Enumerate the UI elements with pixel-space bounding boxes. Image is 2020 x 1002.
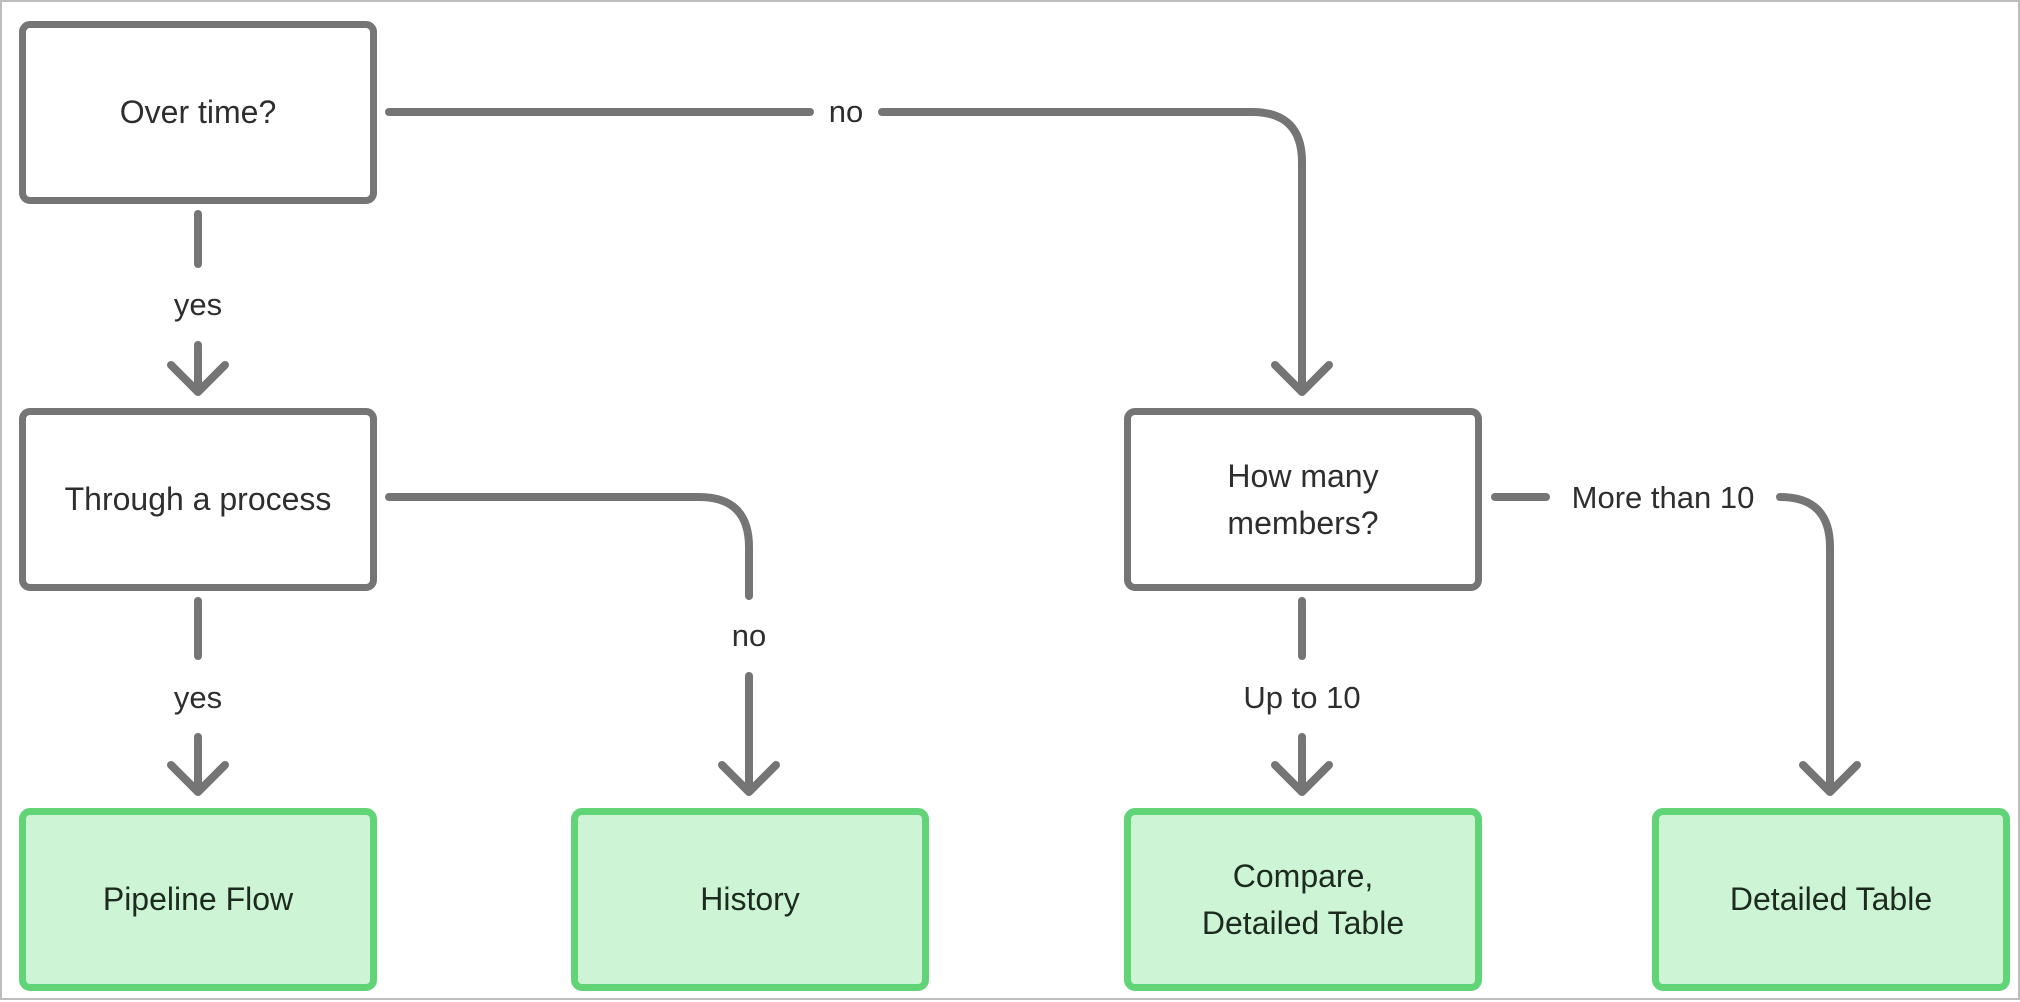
edge-process-no-arrowhead [718,761,780,796]
node-how-many-members: How many members? [1124,408,1482,591]
edge-label-up-to-10: Up to 10 [1239,680,1365,716]
edge-up-to-10-arrowhead [1271,761,1333,796]
node-over-time: Over time? [19,21,377,204]
node-history: History [571,808,929,991]
edge-label-more-than-10: More than 10 [1567,480,1759,516]
node-history-label: History [700,881,800,918]
edge-over-time-no-line-b [878,108,1306,394]
node-through-a-process-label: Through a process [64,481,332,518]
node-through-a-process: Through a process [19,408,377,591]
edge-over-time-no-arrowhead [1271,361,1333,396]
node-detailed-table: Detailed Table [1652,808,2010,991]
edge-process-yes-arrowhead [167,761,229,796]
node-compare-detailed-table-label: Compare, Detailed Table [1201,858,1405,941]
edge-label-over-time-no: no [824,94,868,130]
node-how-many-members-label: How many members? [1227,458,1379,541]
edge-label-process-no: no [727,618,771,654]
node-compare-detailed-table: Compare, Detailed Table [1124,808,1482,991]
node-over-time-label: Over time? [119,94,277,131]
edge-label-over-time-yes: yes [169,287,227,323]
edge-label-process-yes: yes [169,680,227,716]
node-pipeline-flow: Pipeline Flow [19,808,377,991]
edge-more-than-10-arrowhead [1799,761,1861,796]
edge-more-than-10-line-b [1776,493,1834,794]
edge-process-no-line-a [385,493,753,600]
edge-over-time-yes-arrowhead [167,361,229,396]
node-pipeline-flow-label: Pipeline Flow [102,881,294,918]
node-detailed-table-label: Detailed Table [1729,881,1933,918]
